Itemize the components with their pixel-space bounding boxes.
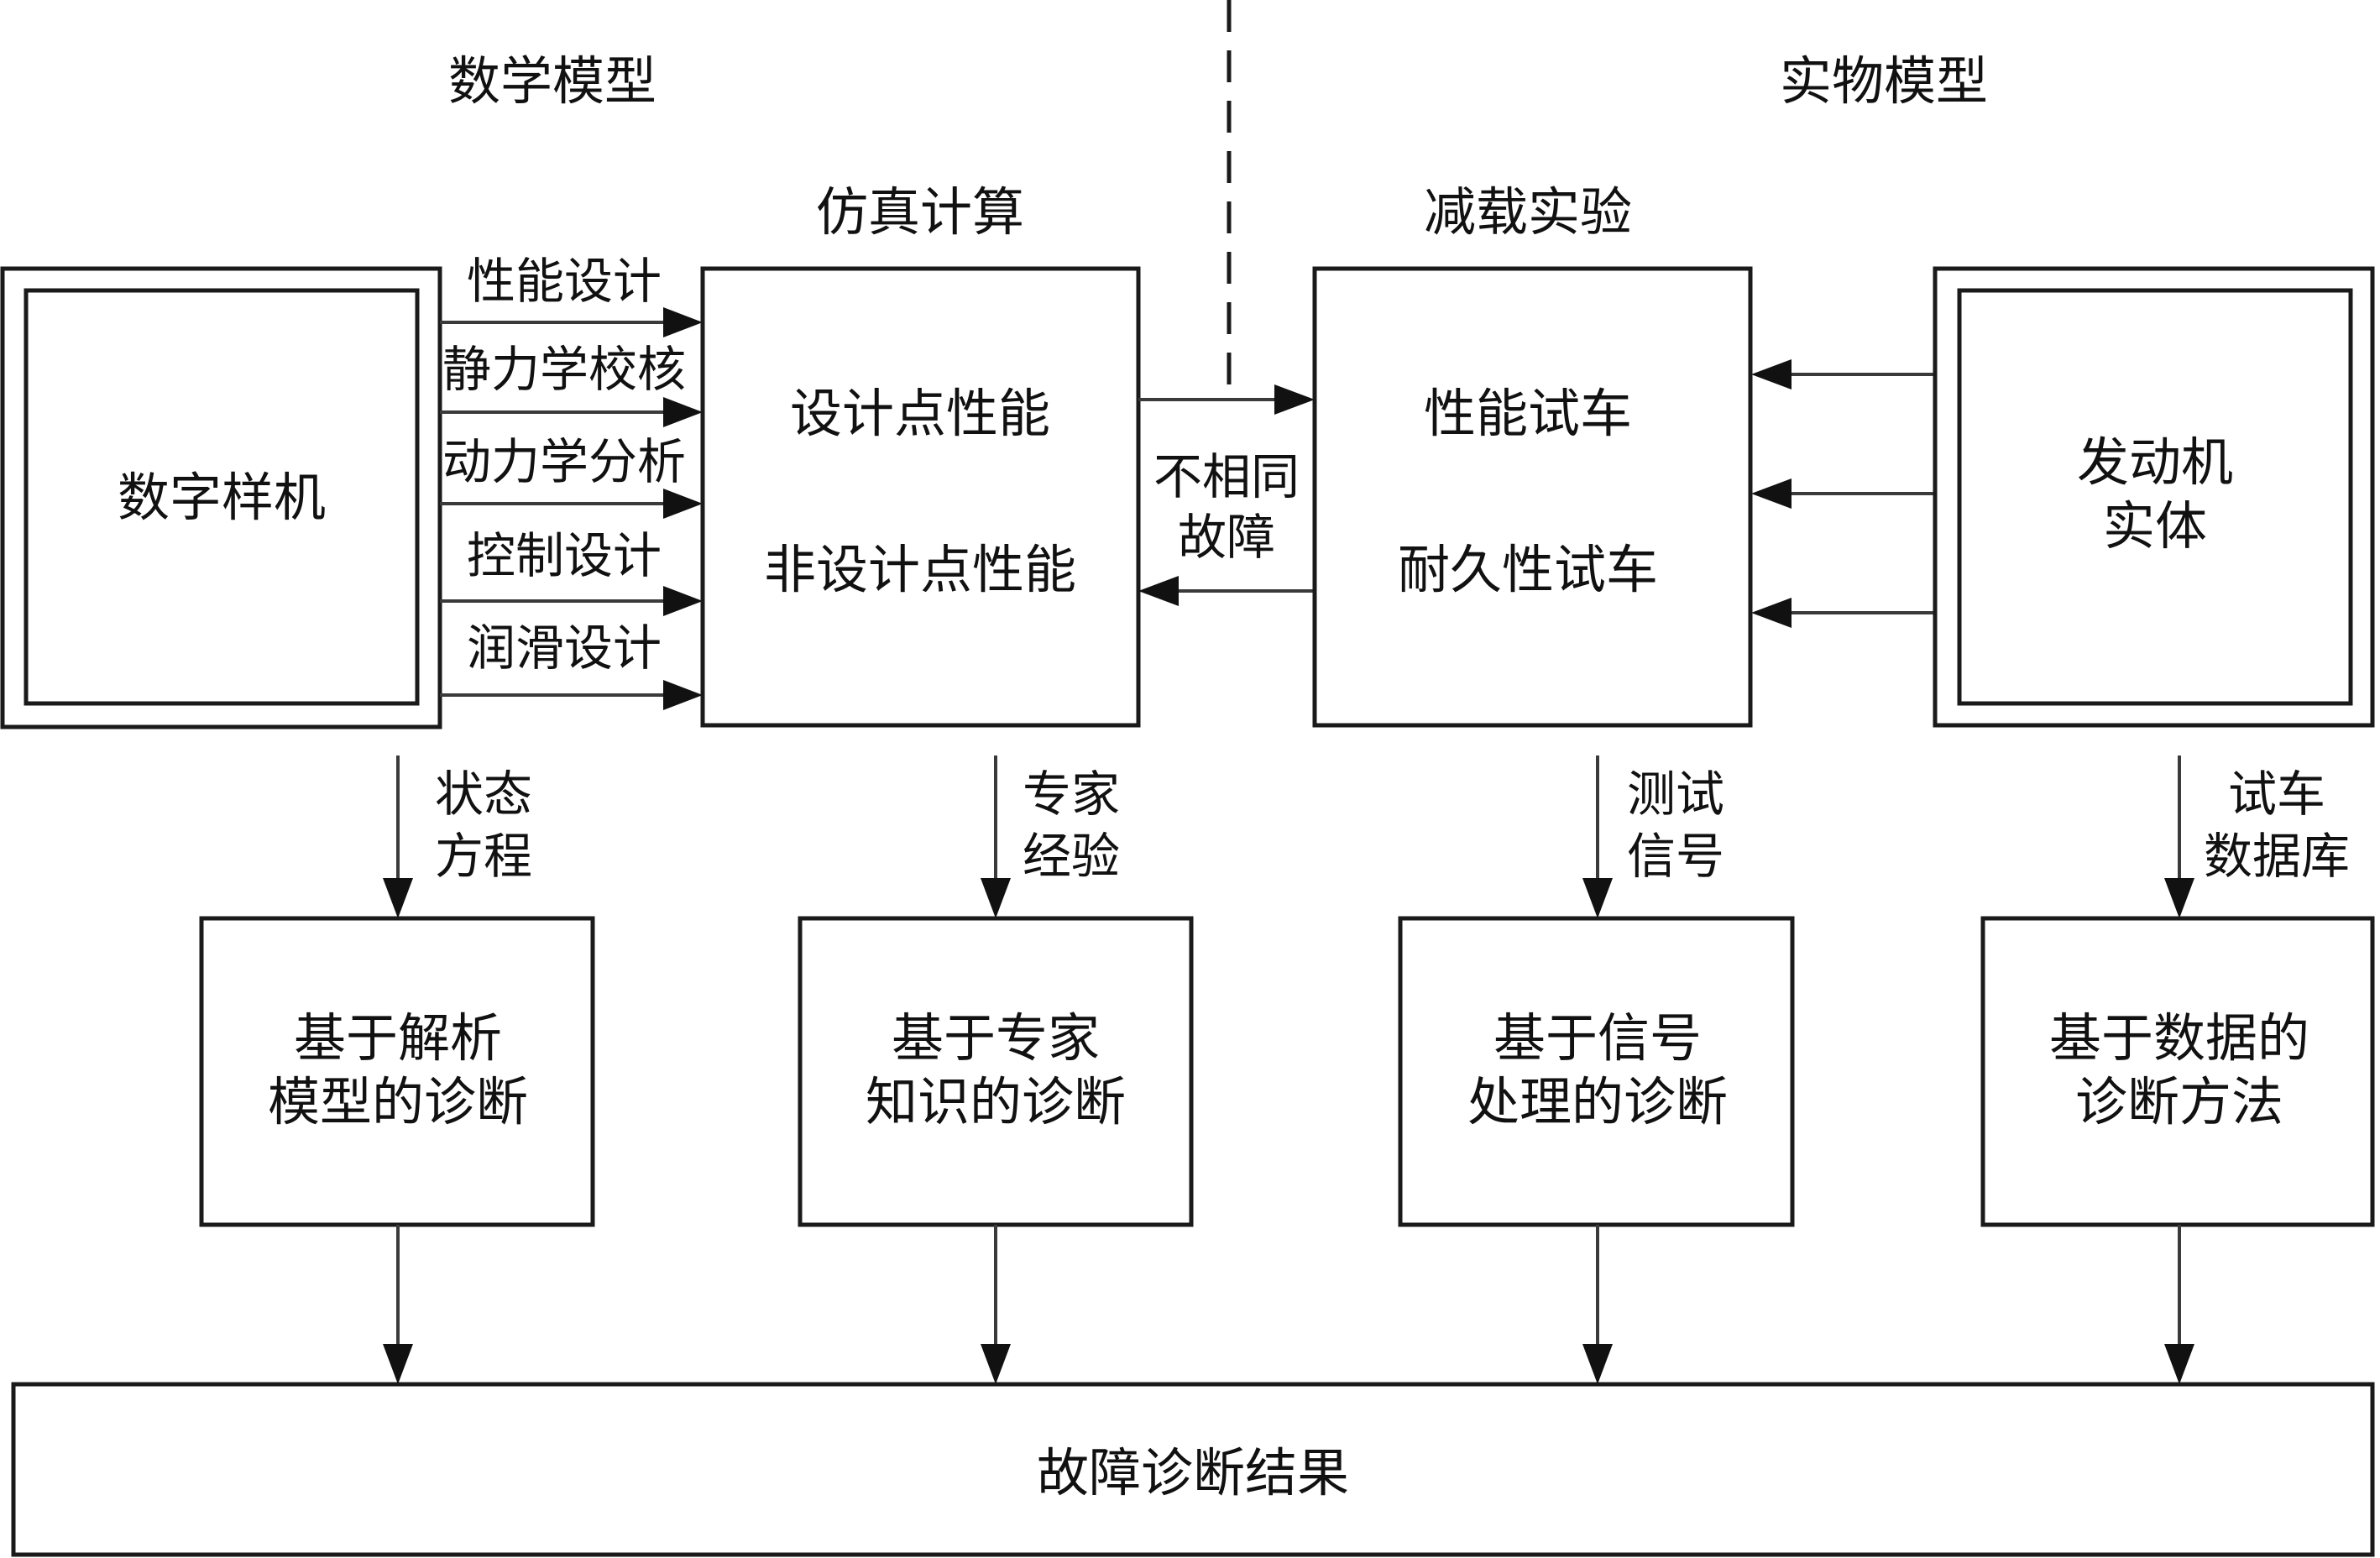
engine-entity-box: 发动机 实体: [1933, 266, 2375, 728]
simulation-line-2: 非设计点性能: [764, 539, 1076, 600]
arrow-engine-2: [1751, 478, 1935, 509]
arrow-to-result-3: [1582, 1225, 1613, 1384]
engine-arrows: [1751, 359, 1935, 628]
svg-text:诊断方法: 诊断方法: [2075, 1071, 2283, 1132]
arrow-engine-1: [1751, 359, 1935, 390]
down-arrow-test-database: 试车 数据库: [2164, 755, 2350, 918]
test-line-2: 耐久性试车: [1398, 539, 1658, 600]
arrow-to-result-2: [981, 1225, 1011, 1384]
method-box-data-driven: 基于数据的 诊断方法: [1980, 916, 2375, 1227]
svg-text:处理的诊断: 处理的诊断: [1467, 1071, 1728, 1132]
svg-text:试车: 试车: [2228, 766, 2325, 823]
feedback-label-line-2: 故障: [1178, 509, 1275, 566]
svg-text:知识的诊断: 知识的诊断: [866, 1071, 1126, 1132]
method-box-expert-knowledge: 基于专家 知识的诊断: [798, 916, 1194, 1227]
test-box: 性能试车 耐久性试车: [1312, 266, 1753, 728]
svg-text:静力学校核: 静力学校核: [442, 341, 686, 398]
method-box-analytical-model: 基于解析 模型的诊断: [199, 916, 595, 1227]
svg-text:模型的诊断: 模型的诊断: [268, 1071, 528, 1132]
test-line-1: 性能试车: [1424, 383, 1632, 444]
simulation-title: 仿真计算: [816, 181, 1024, 243]
svg-text:控制设计: 控制设计: [467, 527, 662, 584]
svg-text:基于信号: 基于信号: [1493, 1007, 1702, 1069]
svg-text:数据库: 数据库: [2204, 828, 2350, 885]
svg-text:专家: 专家: [1023, 766, 1120, 823]
arrow-performance-design: 性能设计: [440, 253, 703, 337]
arrow-control-design: 控制设计: [440, 527, 703, 616]
svg-text:润滑设计: 润滑设计: [467, 620, 662, 677]
digital-prototype-box: 数字样机: [0, 266, 442, 729]
down-arrow-state-equation: 状态 方程: [383, 755, 532, 918]
svg-text:性能设计: 性能设计: [467, 253, 662, 310]
result-box: 故障诊断结果: [11, 1382, 2375, 1557]
svg-text:基于解析: 基于解析: [294, 1007, 502, 1069]
method-box-signal-processing: 基于信号 处理的诊断: [1398, 916, 1795, 1227]
svg-text:状态: 状态: [435, 766, 532, 823]
feedback-label-line-1: 不相同: [1153, 448, 1300, 505]
svg-text:基于专家: 基于专家: [892, 1007, 1100, 1069]
result-label: 故障诊断结果: [1037, 1442, 1349, 1503]
down-arrow-test-signal: 测试 信号: [1582, 755, 1724, 918]
section-math-model: 数学模型: [448, 50, 656, 112]
down-arrow-expert-experience: 专家 经验: [981, 755, 1120, 918]
svg-text:基于数据的: 基于数据的: [2049, 1007, 2309, 1069]
simulation-box: 设计点性能 非设计点性能: [700, 266, 1141, 728]
arrow-test-to-sim: [1138, 576, 1315, 606]
arrow-lubrication-design: 润滑设计: [440, 620, 703, 710]
arrow-sim-to-test: [1138, 384, 1315, 415]
svg-text:方程: 方程: [435, 828, 532, 885]
arrow-dynamic-analysis: 动力学分析: [440, 433, 703, 519]
arrow-engine-3: [1751, 598, 1935, 628]
engine-entity-line-2: 实体: [2103, 495, 2207, 557]
input-arrows: 性能设计 静力学校核 动力学分析 控制设计 润滑设计: [440, 253, 703, 710]
arrow-static-check: 静力学校核: [440, 341, 703, 427]
section-physical-model: 实物模型: [1780, 50, 1988, 112]
test-title: 减载实验: [1424, 181, 1632, 243]
arrow-to-result-4: [2164, 1225, 2194, 1384]
svg-text:测试: 测试: [1627, 766, 1724, 823]
svg-text:动力学分析: 动力学分析: [442, 433, 686, 490]
digital-prototype-label: 数字样机: [118, 467, 326, 528]
svg-text:经验: 经验: [1023, 828, 1120, 885]
svg-text:信号: 信号: [1627, 828, 1724, 885]
engine-entity-line-1: 发动机: [2077, 431, 2233, 493]
arrow-to-result-1: [383, 1225, 413, 1384]
simulation-line-1: 设计点性能: [790, 383, 1050, 444]
